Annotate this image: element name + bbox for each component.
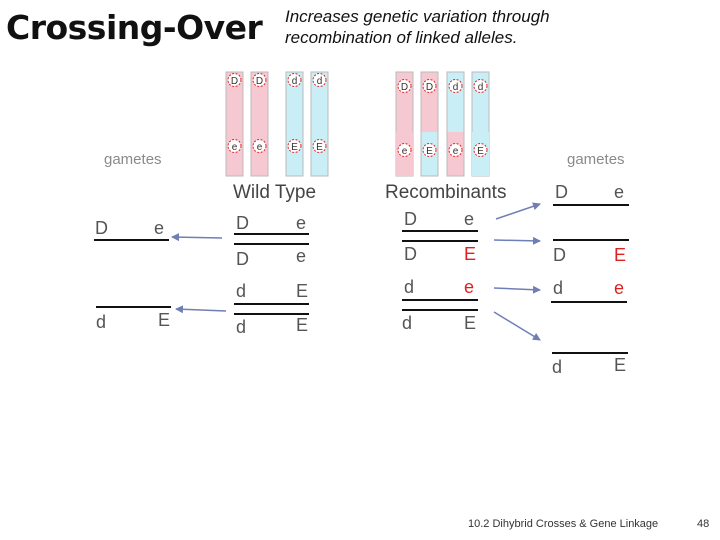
chromosome-body	[250, 71, 269, 177]
allele: D	[553, 245, 566, 265]
wild-gamete-1: D e	[94, 218, 169, 241]
recomb-chromosome-1: D e	[395, 71, 414, 177]
wild-pair-2: d E d E	[234, 281, 309, 337]
locus-bottom-allele: E	[316, 142, 323, 153]
allele: e	[296, 213, 306, 233]
arrow-to-wild-gamete-1	[171, 233, 223, 242]
locus-top-circle	[287, 73, 302, 87]
locus-top-allele: d	[478, 82, 484, 93]
page-title: Crossing-Over	[6, 8, 263, 47]
allele: e	[154, 218, 164, 238]
wild-pair-1: D e D e	[234, 213, 309, 269]
allele: d	[404, 277, 414, 297]
allele: e	[614, 182, 624, 202]
locus-bottom-circle	[312, 139, 327, 153]
chromosome-body	[285, 71, 304, 177]
locus-top-allele: d	[453, 82, 459, 93]
allele: E	[296, 315, 308, 335]
locus-top-circle	[227, 73, 242, 87]
allele: E	[296, 281, 308, 301]
allele-recombinant: e	[464, 277, 474, 297]
wild-chromosome-2: D e	[250, 71, 269, 177]
allele: d	[96, 312, 106, 332]
wild-type-chromosomes: D e D e d E d E	[225, 71, 329, 177]
recomb-chromosome-2: D E	[420, 71, 439, 177]
wild-chromosome-1: D e	[225, 71, 244, 177]
page-number: 48	[697, 518, 710, 530]
allele: d	[553, 278, 563, 298]
locus-bottom-circle	[397, 143, 412, 157]
locus-top-circle	[473, 79, 488, 93]
arrow-to-recomb-gamete-4	[493, 311, 541, 341]
footer-caption: 10.2 Dihybrid Crosses & Gene Linkage	[468, 518, 659, 530]
allele: E	[464, 313, 476, 333]
wild-type-label: Wild Type	[233, 182, 316, 203]
arrow-to-recomb-gamete-3	[493, 285, 541, 294]
recomb-chromosome-4: d E	[471, 71, 490, 177]
allele: D	[404, 244, 417, 264]
recomb-gamete-3: d e	[551, 278, 627, 303]
allele: E	[614, 355, 626, 375]
locus-top-allele: D	[401, 82, 408, 93]
chromosome-body	[225, 71, 244, 177]
allele: d	[236, 281, 246, 301]
gametes-label-right: gametes	[567, 151, 625, 168]
locus-top-allele: d	[317, 76, 323, 87]
arrow-to-recomb-gamete-2	[493, 236, 541, 245]
wild-chromosome-4: d E	[310, 71, 329, 177]
locus-bottom-circle	[227, 139, 242, 153]
allele: d	[552, 357, 562, 377]
locus-top-circle	[422, 79, 437, 93]
recomb-pair-2: d e d E	[402, 277, 478, 333]
recomb-pair-1: D e D E	[402, 209, 478, 264]
locus-bottom-allele: e	[453, 146, 459, 157]
recombinants-label: Recombinants	[385, 182, 506, 203]
allele: D	[555, 182, 568, 202]
locus-top-circle	[448, 79, 463, 93]
locus-bottom-allele: E	[291, 142, 298, 153]
locus-top-circle	[252, 73, 267, 87]
allele: e	[464, 209, 474, 229]
wild-chromosome-3: d E	[285, 71, 304, 177]
wild-gamete-2: d E	[96, 306, 171, 332]
locus-bottom-allele: E	[477, 146, 484, 157]
locus-bottom-allele: e	[257, 142, 263, 153]
recomb-gamete-2: D E	[553, 239, 629, 265]
gametes-label-left: gametes	[104, 151, 162, 168]
locus-bottom-allele: e	[232, 142, 238, 153]
chromosome-body	[310, 71, 329, 177]
locus-top-circle	[397, 79, 412, 93]
allele: d	[402, 313, 412, 333]
locus-top-allele: D	[231, 76, 238, 87]
locus-bottom-circle	[252, 139, 267, 153]
allele-recombinant: E	[614, 245, 626, 265]
locus-bottom-circle	[287, 139, 302, 153]
locus-top-allele: D	[256, 76, 263, 87]
recombinant-chromosomes: D e D E d e d E	[395, 71, 490, 177]
recomb-gamete-4: d E	[552, 352, 628, 377]
arrow-to-recomb-gamete-1	[495, 202, 541, 220]
allele: D	[404, 209, 417, 229]
allele: D	[95, 218, 108, 238]
allele: D	[236, 249, 249, 269]
allele-recombinant: E	[464, 244, 476, 264]
locus-top-circle	[312, 73, 327, 87]
locus-bottom-circle	[448, 143, 463, 157]
allele-recombinant: e	[614, 278, 624, 298]
recomb-gamete-1: D e	[553, 182, 629, 206]
locus-top-allele: D	[426, 82, 433, 93]
locus-top-allele: d	[292, 76, 298, 87]
allele: E	[158, 310, 170, 330]
allele: D	[236, 213, 249, 233]
locus-bottom-allele: E	[426, 146, 433, 157]
locus-bottom-circle	[473, 143, 488, 157]
allele: e	[296, 246, 306, 266]
allele: d	[236, 317, 246, 337]
arrow-to-wild-gamete-2	[175, 305, 227, 314]
locus-bottom-circle	[422, 143, 437, 157]
locus-bottom-allele: e	[402, 146, 408, 157]
page-subtitle: Increases genetic variation through reco…	[285, 7, 550, 47]
recomb-chromosome-3: d e	[446, 71, 465, 177]
